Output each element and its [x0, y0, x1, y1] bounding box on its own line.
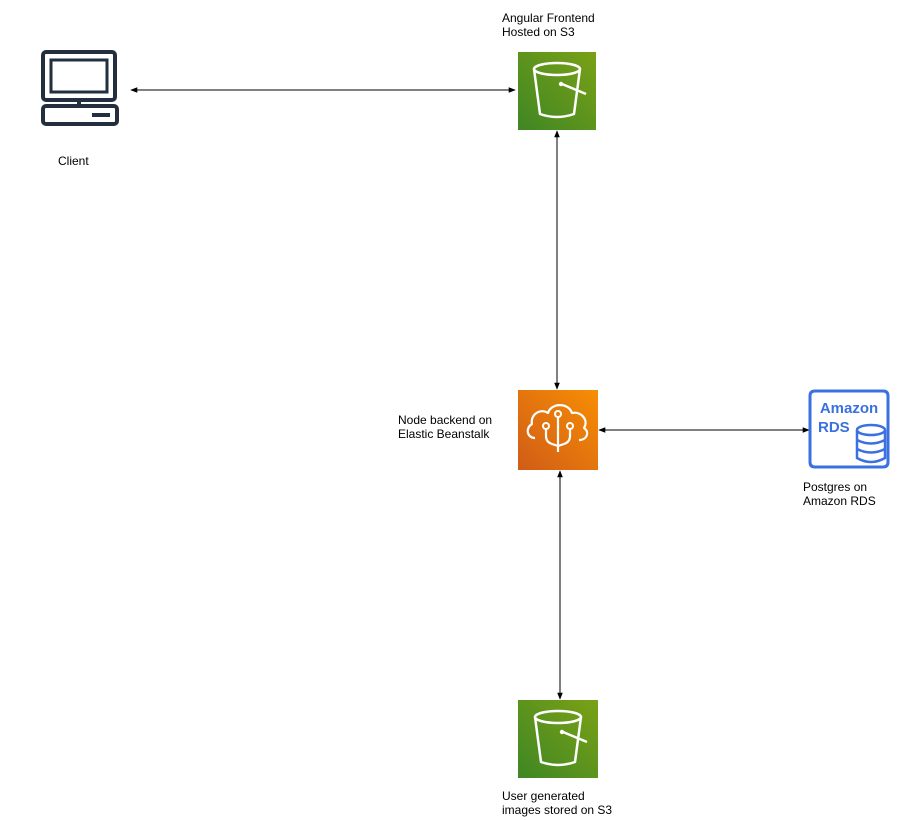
s3-bucket-icon-images [518, 700, 598, 778]
s3-bucket-icon-frontend [518, 52, 596, 130]
images-label-line2: images stored on S3 [502, 803, 613, 817]
rds-logo-text-line1: Amazon [820, 400, 878, 417]
amazon-rds-icon: Amazon RDS [808, 389, 890, 469]
elastic-beanstalk-icon [518, 390, 598, 470]
backend-label: Node backend on Elastic Beanstalk [398, 413, 492, 441]
images-label-line1: User generated [502, 789, 585, 803]
frontend-label: Angular Frontend Hosted on S3 [502, 11, 595, 39]
database-label: Postgres on Amazon RDS [803, 480, 876, 508]
frontend-label-line1: Angular Frontend [502, 11, 595, 25]
database-cylinder-icon [855, 423, 887, 464]
rds-logo-text-line2: RDS [818, 419, 850, 436]
desktop-computer-icon [41, 50, 119, 126]
database-label-line2: Amazon RDS [803, 494, 876, 508]
client-label-text: Client [58, 154, 89, 168]
frontend-label-line2: Hosted on S3 [502, 25, 575, 39]
images-label: User generated images stored on S3 [502, 789, 612, 817]
database-label-line1: Postgres on [803, 480, 868, 494]
backend-label-line2: Elastic Beanstalk [398, 427, 490, 441]
backend-label-line1: Node backend on [398, 413, 493, 427]
client-label: Client [58, 154, 89, 168]
